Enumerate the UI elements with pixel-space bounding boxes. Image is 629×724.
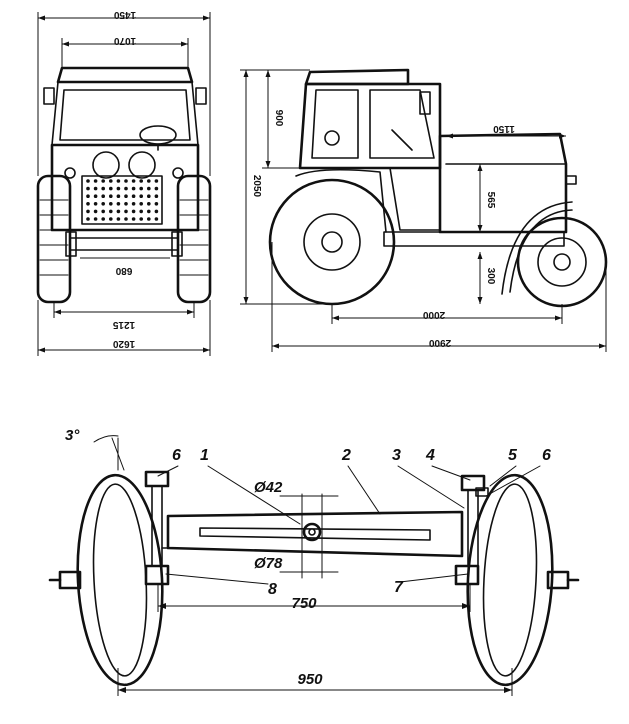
side-view: 900 2050 1150 565 300 2000 2900 — [240, 68, 608, 352]
dim-565: 565 — [485, 192, 496, 209]
grille-dot — [116, 217, 121, 221]
grille-dot — [93, 209, 98, 214]
grille-dot — [93, 202, 98, 206]
grille-dot — [101, 186, 105, 191]
grille-dot — [154, 209, 159, 214]
callout-8: 8 — [268, 581, 277, 598]
grille-dot — [101, 202, 105, 206]
grille — [86, 179, 159, 221]
axle-view: 3° 6 1 2 3 4 5 6 7 8 Ø42 Ø78 750 950 — [48, 427, 580, 696]
grille-dot — [86, 194, 90, 198]
grille-dot — [86, 209, 90, 214]
dim-2900: 2900 — [428, 337, 451, 348]
bore-small-label: Ø42 — [254, 479, 283, 496]
grille-dot — [124, 217, 128, 221]
grille-dot — [124, 194, 128, 198]
dim-1070: 1070 — [113, 35, 136, 46]
grille-dot — [147, 202, 151, 206]
grille-dot — [139, 202, 143, 206]
dim-900: 900 — [273, 110, 284, 127]
grille-dot — [124, 202, 128, 206]
grille-dot — [109, 186, 113, 191]
grille-dot — [139, 179, 143, 183]
grille-dot — [154, 186, 159, 191]
grille-dot — [124, 186, 128, 191]
grille-dot — [101, 179, 105, 183]
grille-dot — [154, 194, 159, 198]
grille-dot — [147, 194, 151, 198]
grille-dot — [139, 194, 143, 198]
grille-dot — [131, 209, 136, 214]
dim-1450: 1450 — [113, 9, 136, 20]
grille-dot — [139, 186, 143, 191]
grille-dot — [124, 209, 128, 214]
grille-dot — [131, 217, 136, 221]
grille-dot — [93, 194, 98, 198]
dim-2000: 2000 — [422, 309, 445, 320]
dim-1150: 1150 — [493, 123, 515, 134]
grille-dot — [86, 186, 90, 191]
grille-dot — [147, 186, 151, 191]
grille-dot — [109, 202, 113, 206]
front-view: 1450 1070 680 1215 1620 — [36, 9, 212, 356]
bore-large-label: Ø78 — [254, 555, 283, 572]
callout-4: 4 — [425, 447, 435, 464]
grille-dot — [147, 217, 151, 221]
grille-dot — [101, 194, 105, 198]
grille-dot — [131, 202, 136, 206]
grille-dot — [116, 186, 121, 191]
grille-dot — [109, 217, 113, 221]
grille-dot — [124, 179, 128, 183]
grille-dot — [154, 217, 159, 221]
dim-300: 300 — [485, 268, 496, 285]
grille-dot — [109, 194, 113, 198]
grille-dot — [154, 179, 159, 183]
callout-1: 1 — [200, 447, 209, 464]
grille-dot — [86, 202, 90, 206]
grille-dot — [147, 209, 151, 214]
callout-7: 7 — [394, 579, 404, 596]
callout-6-right: 6 — [542, 447, 551, 464]
grille-dot — [86, 217, 90, 221]
callout-6-left: 6 — [172, 447, 181, 464]
grille-dot — [93, 179, 98, 183]
dim-2050: 2050 — [251, 175, 262, 198]
grille-dot — [116, 179, 121, 183]
grille-dot — [139, 209, 143, 214]
grille-dot — [147, 179, 151, 183]
grille-dot — [93, 217, 98, 221]
grille-dot — [116, 209, 121, 214]
dim-1620: 1620 — [112, 338, 135, 349]
dim-680: 680 — [115, 265, 132, 276]
grille-dot — [101, 209, 105, 214]
grille-dot — [93, 186, 98, 191]
angle-label: 3° — [65, 427, 80, 444]
grille-dot — [101, 217, 105, 221]
callout-3: 3 — [392, 447, 401, 464]
callout-5: 5 — [508, 447, 518, 464]
dim-750: 750 — [291, 595, 317, 612]
grille-dot — [131, 179, 136, 183]
grille-dot — [154, 202, 159, 206]
grille-dot — [139, 217, 143, 221]
grille-dot — [131, 186, 136, 191]
grille-dot — [116, 194, 121, 198]
grille-dot — [109, 179, 113, 183]
grille-dot — [131, 194, 136, 198]
grille-dot — [116, 202, 121, 206]
dim-950: 950 — [297, 671, 323, 688]
grille-dot — [86, 179, 90, 183]
callout-2: 2 — [341, 447, 351, 464]
dim-1215: 1215 — [112, 319, 135, 330]
grille-dot — [109, 209, 113, 214]
